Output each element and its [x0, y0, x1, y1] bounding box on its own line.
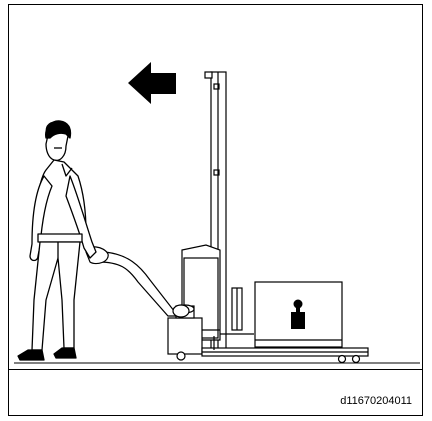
chassis: [167, 244, 243, 361]
figure-code: d11670204011: [340, 395, 412, 407]
tiller-arm: [85, 246, 190, 318]
figure-frame: d11670204011: [8, 4, 423, 416]
operator-figure: [17, 120, 97, 361]
ground-divider: [9, 369, 422, 370]
weight-icon: [291, 299, 305, 329]
left-arrow-icon: [128, 62, 176, 104]
forks: [201, 333, 369, 364]
